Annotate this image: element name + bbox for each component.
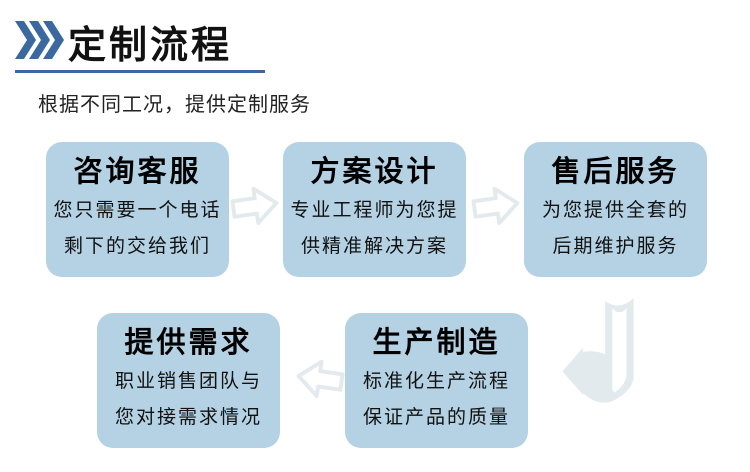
step-box-aftersales: 售后服务 为您提供全套的 后期维护服务 (524, 142, 707, 277)
step-title: 生产制造 (372, 327, 501, 359)
arrow-right-icon (471, 186, 520, 225)
step-title: 咨询客服 (73, 156, 202, 188)
step-desc-line: 专业工程师为您提 (290, 199, 459, 221)
step-desc-line: 后期维护服务 (552, 235, 679, 257)
step-desc-line: 您只需要一个电话 (53, 199, 222, 221)
arrow-right-icon (230, 186, 279, 225)
triple-chevron-right-icon (15, 21, 64, 59)
step-desc-line: 剩下的交给我们 (63, 235, 211, 257)
step-box-production: 生产制造 标准化生产流程 保证产品的质量 (345, 313, 528, 448)
ribbon-arrow-down-left-icon (562, 298, 634, 403)
step-desc-line: 职业销售团队与 (114, 370, 262, 392)
step-box-design: 方案设计 专业工程师为您提 供精准解决方案 (283, 142, 466, 277)
step-desc-line: 您对接需求情况 (114, 406, 262, 428)
step-title: 方案设计 (310, 156, 439, 188)
arrow-left-icon (296, 359, 345, 398)
step-desc-line: 为您提供全套的 (541, 199, 689, 221)
step-title: 售后服务 (551, 156, 680, 188)
step-title: 提供需求 (124, 327, 253, 359)
page-title: 定制流程 (68, 25, 233, 67)
step-box-requirements: 提供需求 职业销售团队与 您对接需求情况 (97, 313, 280, 448)
header: 定制流程 (0, 0, 750, 80)
step-box-consult: 咨询客服 您只需要一个电话 剩下的交给我们 (46, 142, 229, 277)
step-desc-line: 保证产品的质量 (362, 406, 510, 428)
title-underline (15, 70, 265, 73)
step-desc-line: 供精准解决方案 (300, 235, 448, 257)
step-desc-line: 标准化生产流程 (362, 370, 510, 392)
subtitle: 根据不同工况，提供定制服务 (38, 94, 311, 116)
